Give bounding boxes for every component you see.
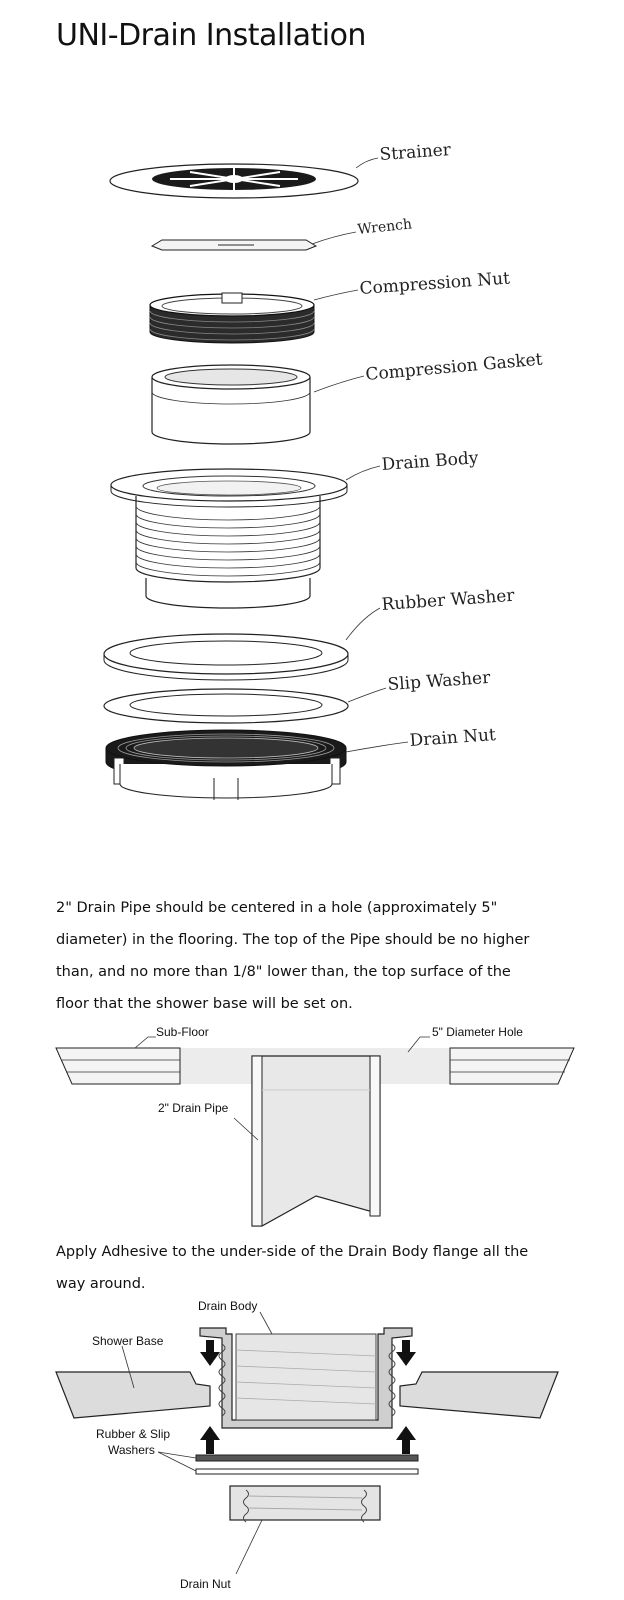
slip-washer-label: Slip Washer (387, 668, 492, 695)
press-down-arrow-right (396, 1340, 416, 1366)
sub-floor-label: Sub-Floor (156, 1025, 209, 1039)
drain-nut-shape (229, 1485, 381, 1523)
shower-base-label: Shower Base (92, 1334, 164, 1348)
adhesive-drain-nut-label: Drain Nut (180, 1577, 231, 1591)
drain-nut-label: Drain Nut (409, 725, 497, 751)
strainer-label: Strainer (379, 140, 452, 165)
compression-nut-part (149, 292, 315, 344)
washers-label-line1: Rubber & Slip (96, 1427, 170, 1441)
hole-label: 5" Diameter Hole (432, 1025, 523, 1039)
step1-instructions: 2" Drain Pipe should be centered in a ho… (56, 900, 530, 1012)
page-title: UNI-Drain Installation (56, 18, 366, 53)
strainer-part (109, 163, 359, 199)
drain-pipe-label: 2" Drain Pipe (158, 1101, 229, 1115)
rubber-washer-label: Rubber Washer (381, 586, 516, 615)
drain-nut-part (105, 729, 347, 800)
adhesive-drain-body-label: Drain Body (198, 1299, 257, 1313)
wrench-label: Wrench (357, 216, 413, 238)
compression-gasket-label: Compression Gasket (365, 350, 544, 385)
adhesive-diagram: Drain Body Shower Base Rubber & Slip Was… (55, 1299, 559, 1591)
slip-washer-part (103, 688, 349, 724)
drain-pipe-diagram: Sub-Floor 5" Diameter Hole 2" Drain Pipe (55, 1025, 575, 1227)
wrench-part (150, 239, 318, 251)
drain-body-shape (199, 1327, 413, 1429)
exploded-parts-diagram: Strainer Wrench Compression Nut Compress… (103, 140, 544, 800)
rubber-washer-part (103, 633, 349, 681)
drain-pipe-shape (251, 1055, 381, 1227)
compression-nut-label: Compression Nut (359, 269, 511, 299)
press-up-arrow-left (200, 1426, 220, 1454)
washers-label-line2: Washers (108, 1443, 155, 1457)
step2-instructions: Apply Adhesive to the under-side of the … (56, 1244, 529, 1292)
drain-body-part (110, 468, 348, 609)
drain-body-label: Drain Body (381, 448, 479, 475)
compression-gasket-part (151, 364, 311, 445)
press-down-arrow-left (200, 1340, 220, 1366)
press-up-arrow-right (396, 1426, 416, 1454)
washers-shape (195, 1454, 419, 1475)
